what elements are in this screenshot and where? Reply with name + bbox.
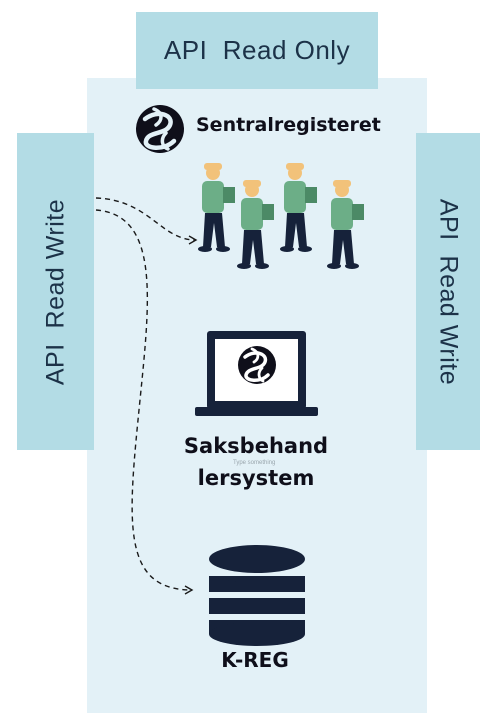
api-read-only-tab: API Read Only	[136, 12, 378, 89]
database-label: K-REG	[221, 648, 289, 672]
api-read-write-right-tab: API Read Write	[416, 133, 480, 450]
laptop-icon	[195, 331, 318, 416]
case-system-label-line1: Saksbehand	[183, 434, 329, 458]
case-system-label: Saksbehand lersystem	[170, 430, 342, 494]
connector-to-database	[95, 209, 194, 595]
case-system-label-line2: lersystem	[197, 466, 315, 490]
database-icon	[209, 545, 305, 646]
api-read-only-label: API Read Only	[163, 35, 351, 65]
placeholder-text: Type something	[233, 460, 276, 466]
brand-name: Sentralregisteret	[196, 114, 381, 136]
brand-logo-icon	[136, 105, 184, 153]
api-read-write-left-tab: API Read Write	[17, 133, 94, 450]
connector-to-workers	[95, 197, 198, 245]
workers-icon	[198, 163, 364, 269]
